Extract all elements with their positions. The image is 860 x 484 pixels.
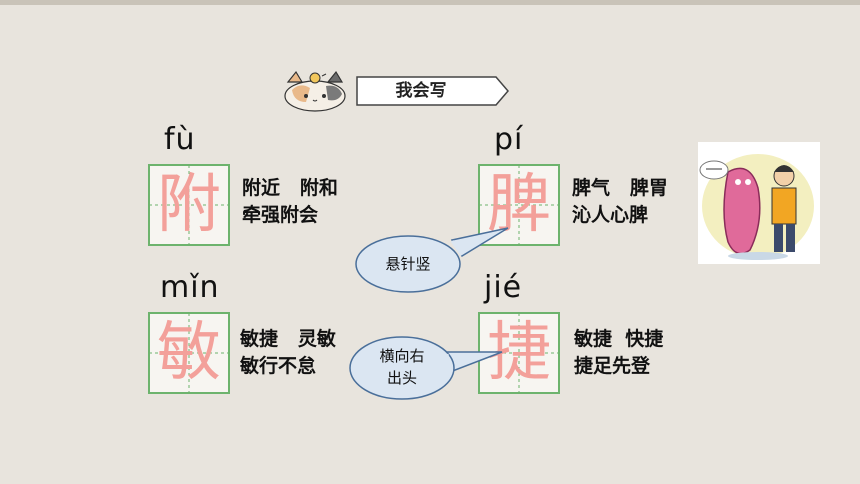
words-jie-line1: 敏捷 快捷: [574, 328, 664, 350]
pinyin-pi: pí: [494, 122, 524, 157]
tip-text-1: 悬针竖: [385, 255, 431, 273]
pinyin-jie: jié: [484, 270, 523, 305]
cat-mascot-icon: [284, 70, 346, 112]
tip-text-2: 横向右出头: [350, 345, 454, 389]
words-pi: 脾气 脾胃 沁人心脾: [572, 175, 668, 229]
words-min: 敏捷 灵敏 敏行不怠: [240, 326, 336, 380]
words-jie: 敏捷 快捷 捷足先登: [574, 326, 663, 380]
top-bar: [0, 0, 860, 5]
tip-bubble-horizontal-right: 横向右出头: [346, 332, 506, 404]
title-box: 我会写: [356, 76, 510, 106]
section-title: 我会写: [395, 81, 447, 101]
character-grid-fu: 附: [148, 164, 230, 246]
words-min-line1: 敏捷 灵敏: [240, 328, 336, 350]
words-pi-line2: 沁人心脾: [572, 204, 649, 226]
words-fu-line1: 附近 附和: [242, 177, 338, 199]
words-fu-line2: 牵强附会: [242, 204, 319, 226]
tip-text-2-line2: 出头: [386, 369, 417, 387]
character-min: 敏: [157, 316, 221, 390]
pinyin-min: mǐn: [160, 270, 220, 305]
character-grid-min: 敏: [148, 312, 230, 394]
words-jie-line2: 捷足先登: [574, 355, 651, 377]
spleen-cartoon-image: [698, 142, 820, 264]
pinyin-fu: fù: [164, 122, 196, 157]
words-fu: 附近 附和 牵强附会: [242, 175, 338, 229]
character-fu: 附: [157, 168, 221, 242]
tip-text-2-line1: 横向右: [379, 347, 425, 365]
tip-bubble-vertical-needle: 悬针竖: [352, 226, 512, 296]
words-pi-line1: 脾气 脾胃: [572, 177, 668, 199]
words-min-line2: 敏行不怠: [240, 355, 317, 377]
